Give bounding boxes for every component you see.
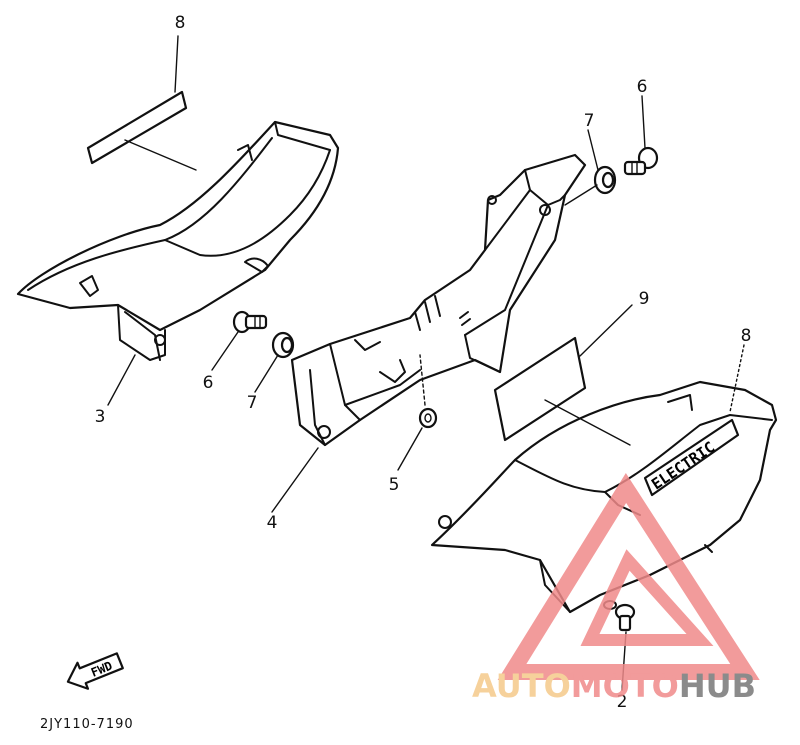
- left-side-cover: [16, 120, 340, 361]
- screw-2: [614, 603, 636, 632]
- collar-7-mid: [271, 331, 295, 359]
- watermark-hub: HUB: [679, 667, 756, 705]
- right-side-cover: ELECTRIC: [430, 380, 778, 614]
- collar-7-top: [593, 165, 617, 195]
- watermark-triangle-icon: [497, 473, 760, 680]
- label-8-left: 8: [175, 13, 186, 33]
- label-9: 9: [639, 289, 650, 309]
- bolt-6-mid: [232, 310, 268, 334]
- label-5: 5: [389, 475, 400, 495]
- part-numbers: 8 6 7 6 7 3 4 5 9 8 2: [95, 13, 752, 712]
- label-4: 4: [267, 513, 278, 533]
- watermark: AUTOMOTOHUB: [472, 473, 760, 705]
- center-bracket: [290, 153, 587, 447]
- watermark-auto: AUTO: [472, 667, 571, 705]
- nut-5: [418, 407, 438, 429]
- watermark-moto: MOTO: [571, 667, 679, 705]
- watermark-inner-triangle-icon: [580, 549, 714, 646]
- left-label-sticker: [86, 35, 197, 171]
- right-label-sticker: [493, 304, 633, 446]
- leader-lines: [107, 95, 745, 691]
- fwd-arrow: FWD: [66, 652, 124, 690]
- label-6-mid: 6: [203, 373, 214, 393]
- label-6-top: 6: [637, 77, 648, 97]
- label-7-top: 7: [584, 111, 595, 131]
- diagram-code: 2JY110-7190: [40, 717, 134, 732]
- bolt-6-top: [623, 146, 659, 176]
- label-3: 3: [95, 407, 106, 427]
- label-7-mid: 7: [247, 393, 258, 413]
- label-8-right: 8: [741, 326, 752, 346]
- label-2: 2: [617, 692, 628, 712]
- svg-text:AUTOMOTOHUB: AUTOMOTOHUB: [472, 667, 756, 705]
